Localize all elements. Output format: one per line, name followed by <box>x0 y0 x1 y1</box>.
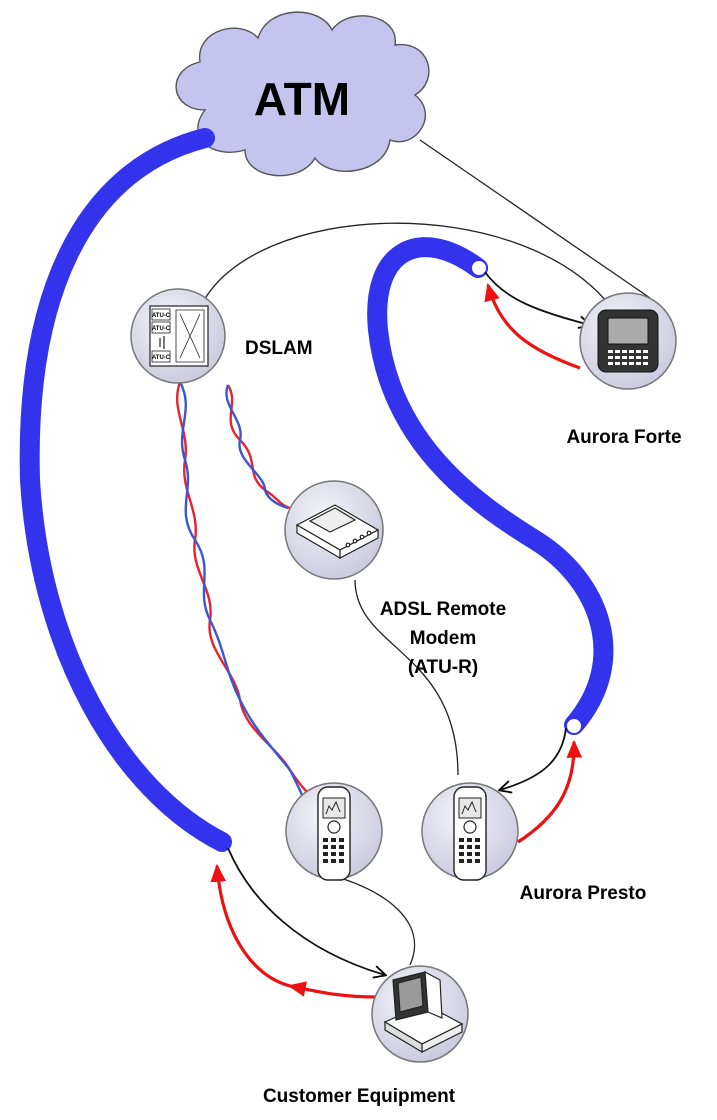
dslam-to-forte-line <box>199 222 613 309</box>
presto-red-arrow <box>517 739 583 844</box>
loop-end-top <box>470 259 488 277</box>
presto-device-icon <box>453 786 487 881</box>
atm-link-right-loop <box>367 237 614 735</box>
adsl-modem-node: ADSL Remote Modem (ATU-R) <box>284 480 506 678</box>
atm-link-left <box>19 128 232 852</box>
dslam-label: DSLAM <box>245 338 313 359</box>
customer-black-arrow <box>227 847 385 975</box>
presto-black-arrow <box>500 727 567 790</box>
customer-label: Customer Equipment <box>263 1086 456 1107</box>
card-label-1: ATU-C <box>152 313 171 319</box>
thin-links <box>199 139 651 966</box>
loop-end-bottom <box>565 717 583 735</box>
customer-arrows <box>210 847 385 999</box>
handheld-tester-left-node <box>285 782 383 881</box>
customer-red-arrow-b <box>210 863 291 988</box>
atm-to-forte-line <box>419 139 651 299</box>
forte-red-arrow <box>484 282 581 370</box>
modem-device-icon <box>295 504 380 560</box>
handheld-left-icon <box>317 786 351 881</box>
dslam-node: ATU-C ATU-C ATU-C DSLAM <box>130 288 313 384</box>
modem-label-line-1: ADSL Remote <box>380 599 506 620</box>
card-label-2: ATU-C <box>152 326 171 332</box>
presto-arrows <box>500 727 583 844</box>
modem-label-line-2: Modem <box>410 628 477 649</box>
forte-label: Aurora Forte <box>566 427 681 448</box>
dslam-rack-icon: ATU-C ATU-C ATU-C <box>149 305 209 367</box>
twisted-pair-short <box>225 384 291 510</box>
computer-icon <box>383 970 464 1054</box>
card-label-3: ATU-C <box>152 355 171 361</box>
customer-red-arrow-a <box>287 981 379 999</box>
atm-cloud: ATM <box>175 11 430 177</box>
twisted-pair-long <box>175 381 311 796</box>
customer-equipment-node: Customer Equipment <box>263 965 469 1107</box>
forte-device-icon <box>597 309 659 373</box>
aurora-presto-node: Aurora Presto <box>421 782 647 904</box>
modem-to-presto-line <box>354 579 459 776</box>
atm-label: ATM <box>254 73 350 125</box>
forte-arrows <box>484 271 590 370</box>
presto-label: Aurora Presto <box>520 883 647 904</box>
aurora-forte-node: Aurora Forte <box>566 292 682 448</box>
forte-black-arrow <box>484 271 590 325</box>
modem-label-line-3: (ATU-R) <box>408 657 478 678</box>
presto-left-to-customer-line <box>339 877 416 966</box>
